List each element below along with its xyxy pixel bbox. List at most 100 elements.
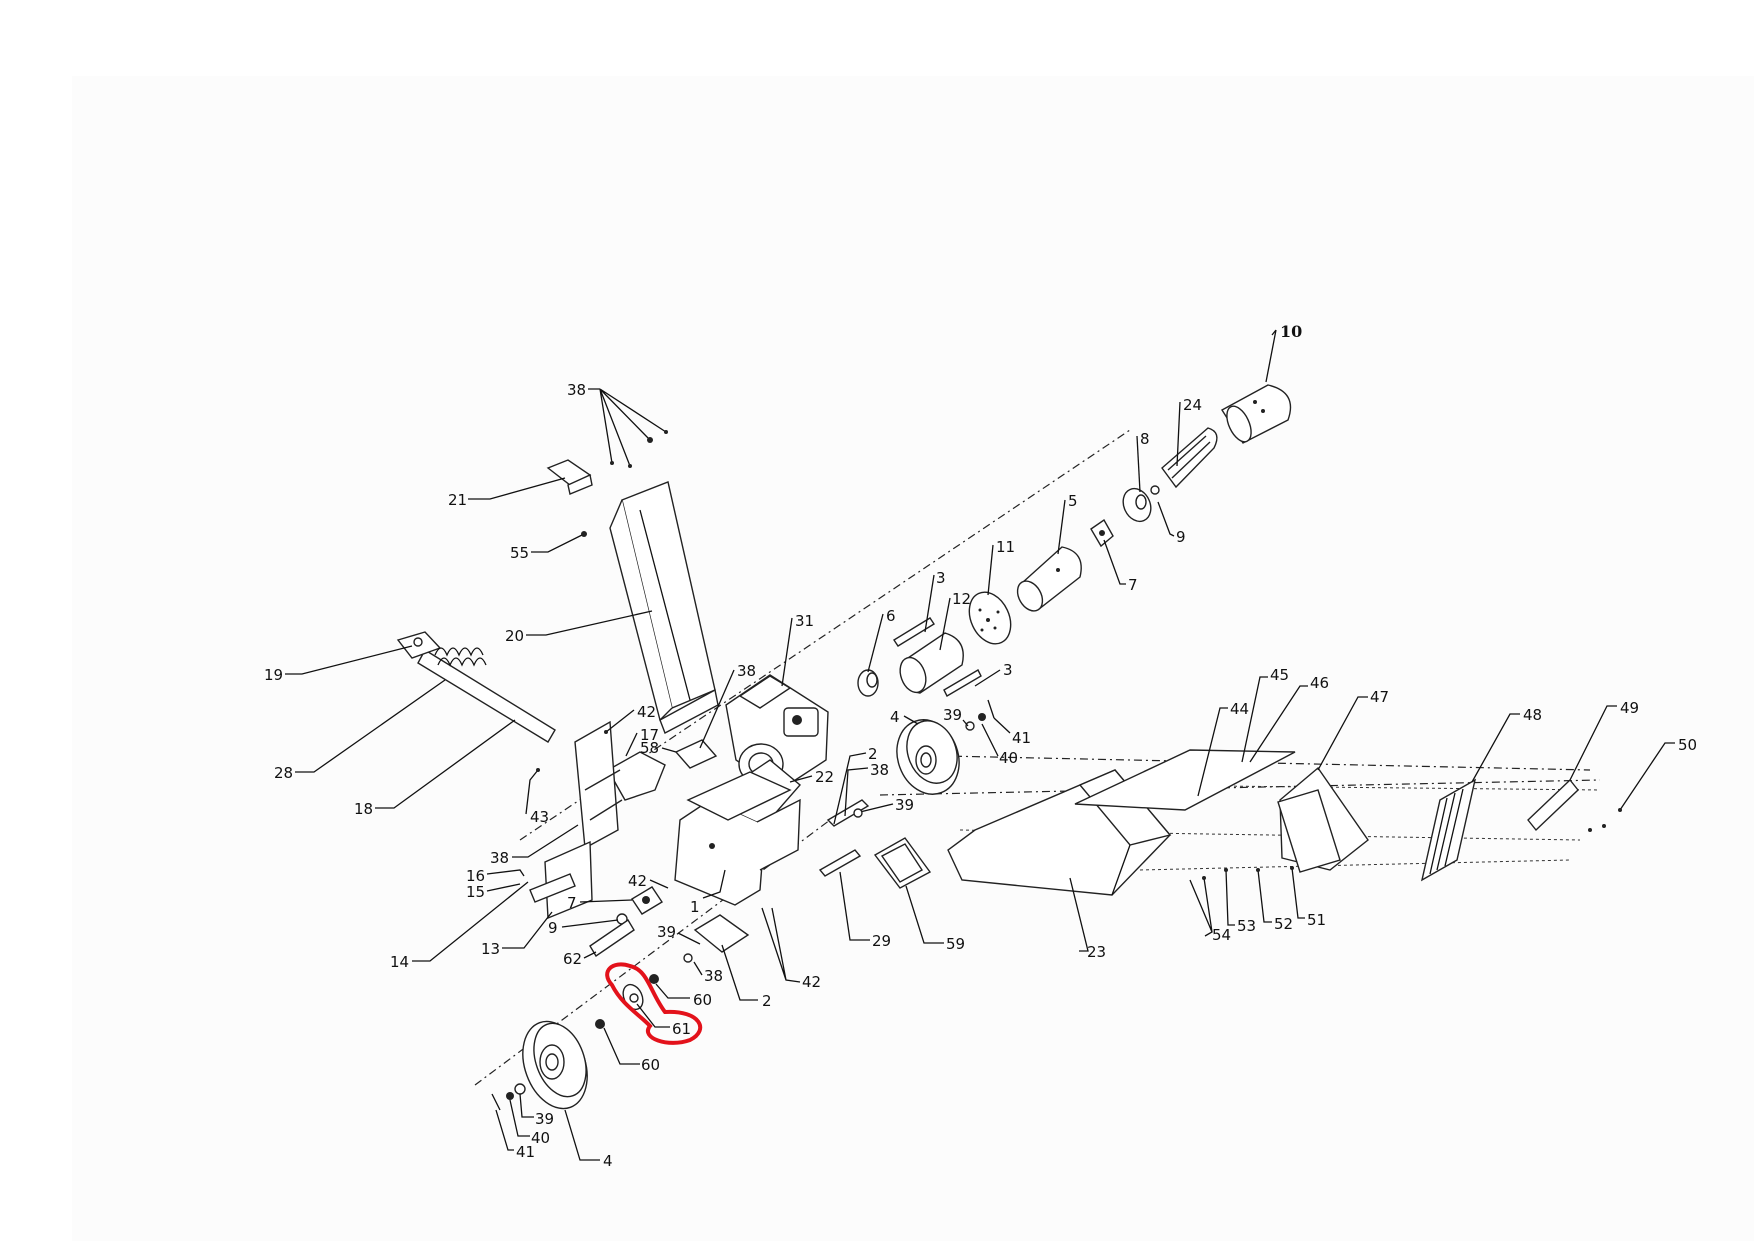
leader-16 [486, 869, 525, 877]
hopper-frame-51 [1277, 789, 1341, 873]
callout-53: 53 [1237, 917, 1256, 935]
main-shaft-axis [519, 429, 1131, 841]
callout-1: 1 [690, 898, 700, 916]
bracket-17 [607, 751, 666, 801]
callout-2b: 2 [762, 992, 772, 1010]
callout-39a: 39 [943, 706, 962, 724]
rotor-tube [1016, 546, 1082, 612]
leader-39d [519, 1093, 534, 1118]
leader-19 [285, 645, 413, 675]
leader-6 [867, 613, 884, 673]
discharge-chute [609, 481, 719, 734]
belt-part [1161, 427, 1218, 489]
callout-4b: 4 [603, 1152, 613, 1170]
callout-41a: 41 [1012, 729, 1031, 747]
nut-60-upper [649, 974, 659, 984]
callout-50: 50 [1678, 736, 1697, 754]
leader-40a [981, 723, 999, 757]
callout-41b: 41 [516, 1143, 535, 1161]
leader-3a [924, 574, 935, 633]
callout-14: 14 [390, 953, 409, 971]
leader-11 [987, 544, 994, 596]
leader-45 [1241, 676, 1268, 763]
small-pulley [857, 669, 879, 697]
leader-7b [579, 899, 633, 903]
leader-28 [295, 679, 446, 773]
nut-60-lower [595, 1019, 605, 1029]
callout-21: 21 [448, 491, 467, 509]
callout-46: 46 [1310, 674, 1329, 692]
hub-cap-61 [622, 983, 644, 1011]
leader-31 [781, 617, 793, 687]
leader-42c [761, 907, 801, 983]
hitch-spring [434, 647, 487, 667]
callout-38d: 38 [490, 849, 509, 867]
callout-19: 19 [264, 666, 283, 684]
washer-39-lower [683, 953, 693, 963]
callout-39d: 39 [535, 1110, 554, 1128]
tow-bar [417, 649, 556, 743]
callout-22: 22 [815, 768, 834, 786]
leader-39c [677, 932, 701, 945]
fastener-dots [536, 430, 1622, 880]
leader-49 [1569, 705, 1617, 781]
leader-18 [375, 719, 516, 809]
leader-53 [1225, 869, 1235, 926]
leader-29 [839, 871, 870, 941]
callout-42c: 42 [802, 973, 821, 991]
callout-48: 48 [1523, 706, 1542, 724]
callout-8: 8 [1140, 430, 1150, 448]
support-frame [574, 720, 623, 850]
leader-9b [561, 919, 619, 928]
callout-29: 29 [872, 932, 891, 950]
washer-39-mid [853, 808, 863, 818]
callout-24: 24 [1183, 396, 1202, 414]
leader-14 [412, 881, 529, 962]
leader-39a [962, 719, 969, 727]
bolt-55 [581, 531, 587, 537]
axle-bracket [693, 914, 750, 953]
leader-42b [649, 879, 669, 889]
callout-54: 54 [1212, 926, 1231, 944]
leader-44 [1197, 707, 1228, 797]
leader-41b [495, 1109, 514, 1151]
leader-39b [859, 803, 894, 813]
cutter-drum [893, 617, 982, 697]
leader-48 [1471, 713, 1520, 783]
hitch-coupler [396, 631, 442, 659]
leader-22 [789, 775, 813, 783]
callout-39c: 39 [657, 923, 676, 941]
leader-8 [1136, 435, 1141, 493]
callout-20: 20 [505, 627, 524, 645]
callout-28: 28 [274, 764, 293, 782]
leader-55 [531, 533, 585, 553]
leader-2a [833, 752, 867, 825]
callout-9b: 9 [548, 919, 558, 937]
pulley-part [1122, 485, 1160, 523]
engine-plate [686, 771, 792, 821]
washers-lower [491, 1083, 526, 1111]
leader-40b [509, 1099, 530, 1137]
leader-38c [844, 767, 869, 817]
feed-plate-59 [873, 837, 932, 889]
callout-10: 10 [1280, 322, 1302, 341]
leader-21 [468, 477, 566, 500]
callout-7b: 7 [567, 894, 577, 912]
callout-4a: 4 [890, 708, 900, 726]
wheel-lower [522, 1020, 588, 1110]
callout-40b: 40 [531, 1129, 550, 1147]
leader-20 [526, 610, 653, 636]
callout-3a: 3 [936, 569, 946, 587]
leader-15 [486, 883, 521, 892]
callout-2a: 2 [868, 745, 878, 763]
callout-44: 44 [1230, 700, 1249, 718]
callout-23: 23 [1087, 943, 1106, 961]
leader-4a [903, 715, 919, 725]
leader-38b [699, 669, 735, 749]
leader-43 [525, 769, 539, 815]
stand-leg [529, 840, 593, 920]
callout-42a: 42 [637, 703, 656, 721]
wheel-upper [896, 719, 960, 795]
leader-42a [605, 709, 635, 733]
